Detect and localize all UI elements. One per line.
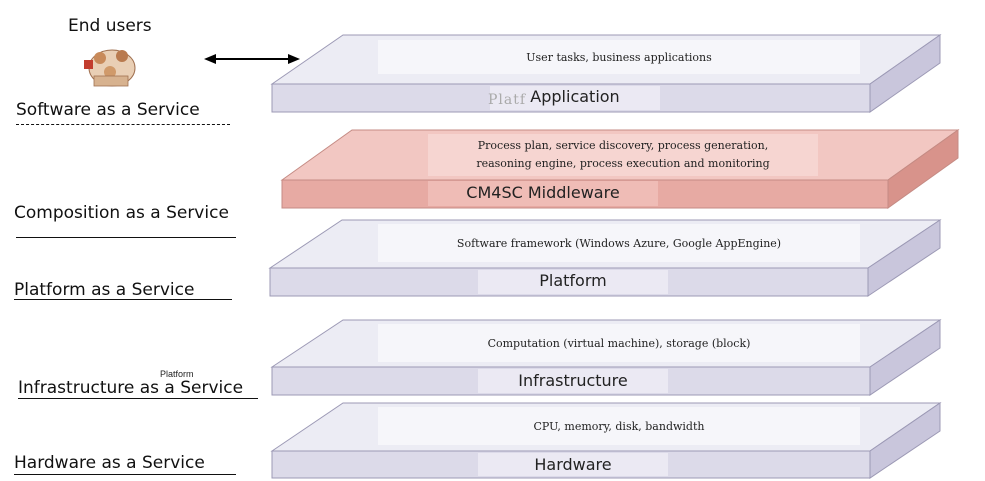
layer-slab-hardware	[270, 402, 942, 479]
underline-composition	[16, 237, 236, 238]
service-label-software: Software as a Service	[16, 100, 200, 120]
layer-description-infrastructure: Computation (virtual machine), storage (…	[487, 337, 751, 350]
layer-description-platform: Software framework (Windows Azure, Googl…	[456, 237, 782, 250]
service-label-infrastructure: Infrastructure as a Service	[18, 378, 244, 398]
end-users-label: End users	[68, 16, 152, 36]
layer-slab-middleware	[280, 129, 960, 209]
layer-description-application: User tasks, business applications	[526, 51, 712, 64]
layer-name-hardware: Hardware	[534, 455, 612, 474]
double-arrow-icon	[204, 54, 300, 64]
layer-name-infrastructure: Infrastructure	[518, 371, 628, 390]
layer-slab-platform	[268, 219, 942, 297]
ghost-text: Platf	[488, 92, 527, 108]
layer-slab-infrastructure	[270, 319, 942, 396]
layer-name-application: Application	[530, 87, 620, 106]
service-label-platform: Platform as a Service	[14, 280, 195, 300]
layer-name-platform: Platform	[539, 271, 607, 290]
underline-hardware	[14, 474, 236, 475]
layer-slab-application	[270, 34, 942, 113]
layer-description-middleware-line1: Process plan, service discovery, process…	[477, 139, 769, 152]
underline-software	[16, 124, 230, 125]
layer-description-hardware: CPU, memory, disk, bandwidth	[533, 420, 705, 433]
underline-infrastructure	[18, 398, 258, 399]
layer-description-middleware-line2: reasoning engine, process execution and …	[476, 157, 770, 170]
underline-platform	[14, 299, 232, 300]
service-label-hardware: Hardware as a Service	[14, 453, 205, 473]
layer-name-middleware: CM4SC Middleware	[466, 183, 620, 202]
end-users-icon	[84, 49, 136, 87]
stray-platform-label: Platform	[160, 369, 194, 379]
service-label-composition: Composition as a Service	[14, 203, 229, 223]
